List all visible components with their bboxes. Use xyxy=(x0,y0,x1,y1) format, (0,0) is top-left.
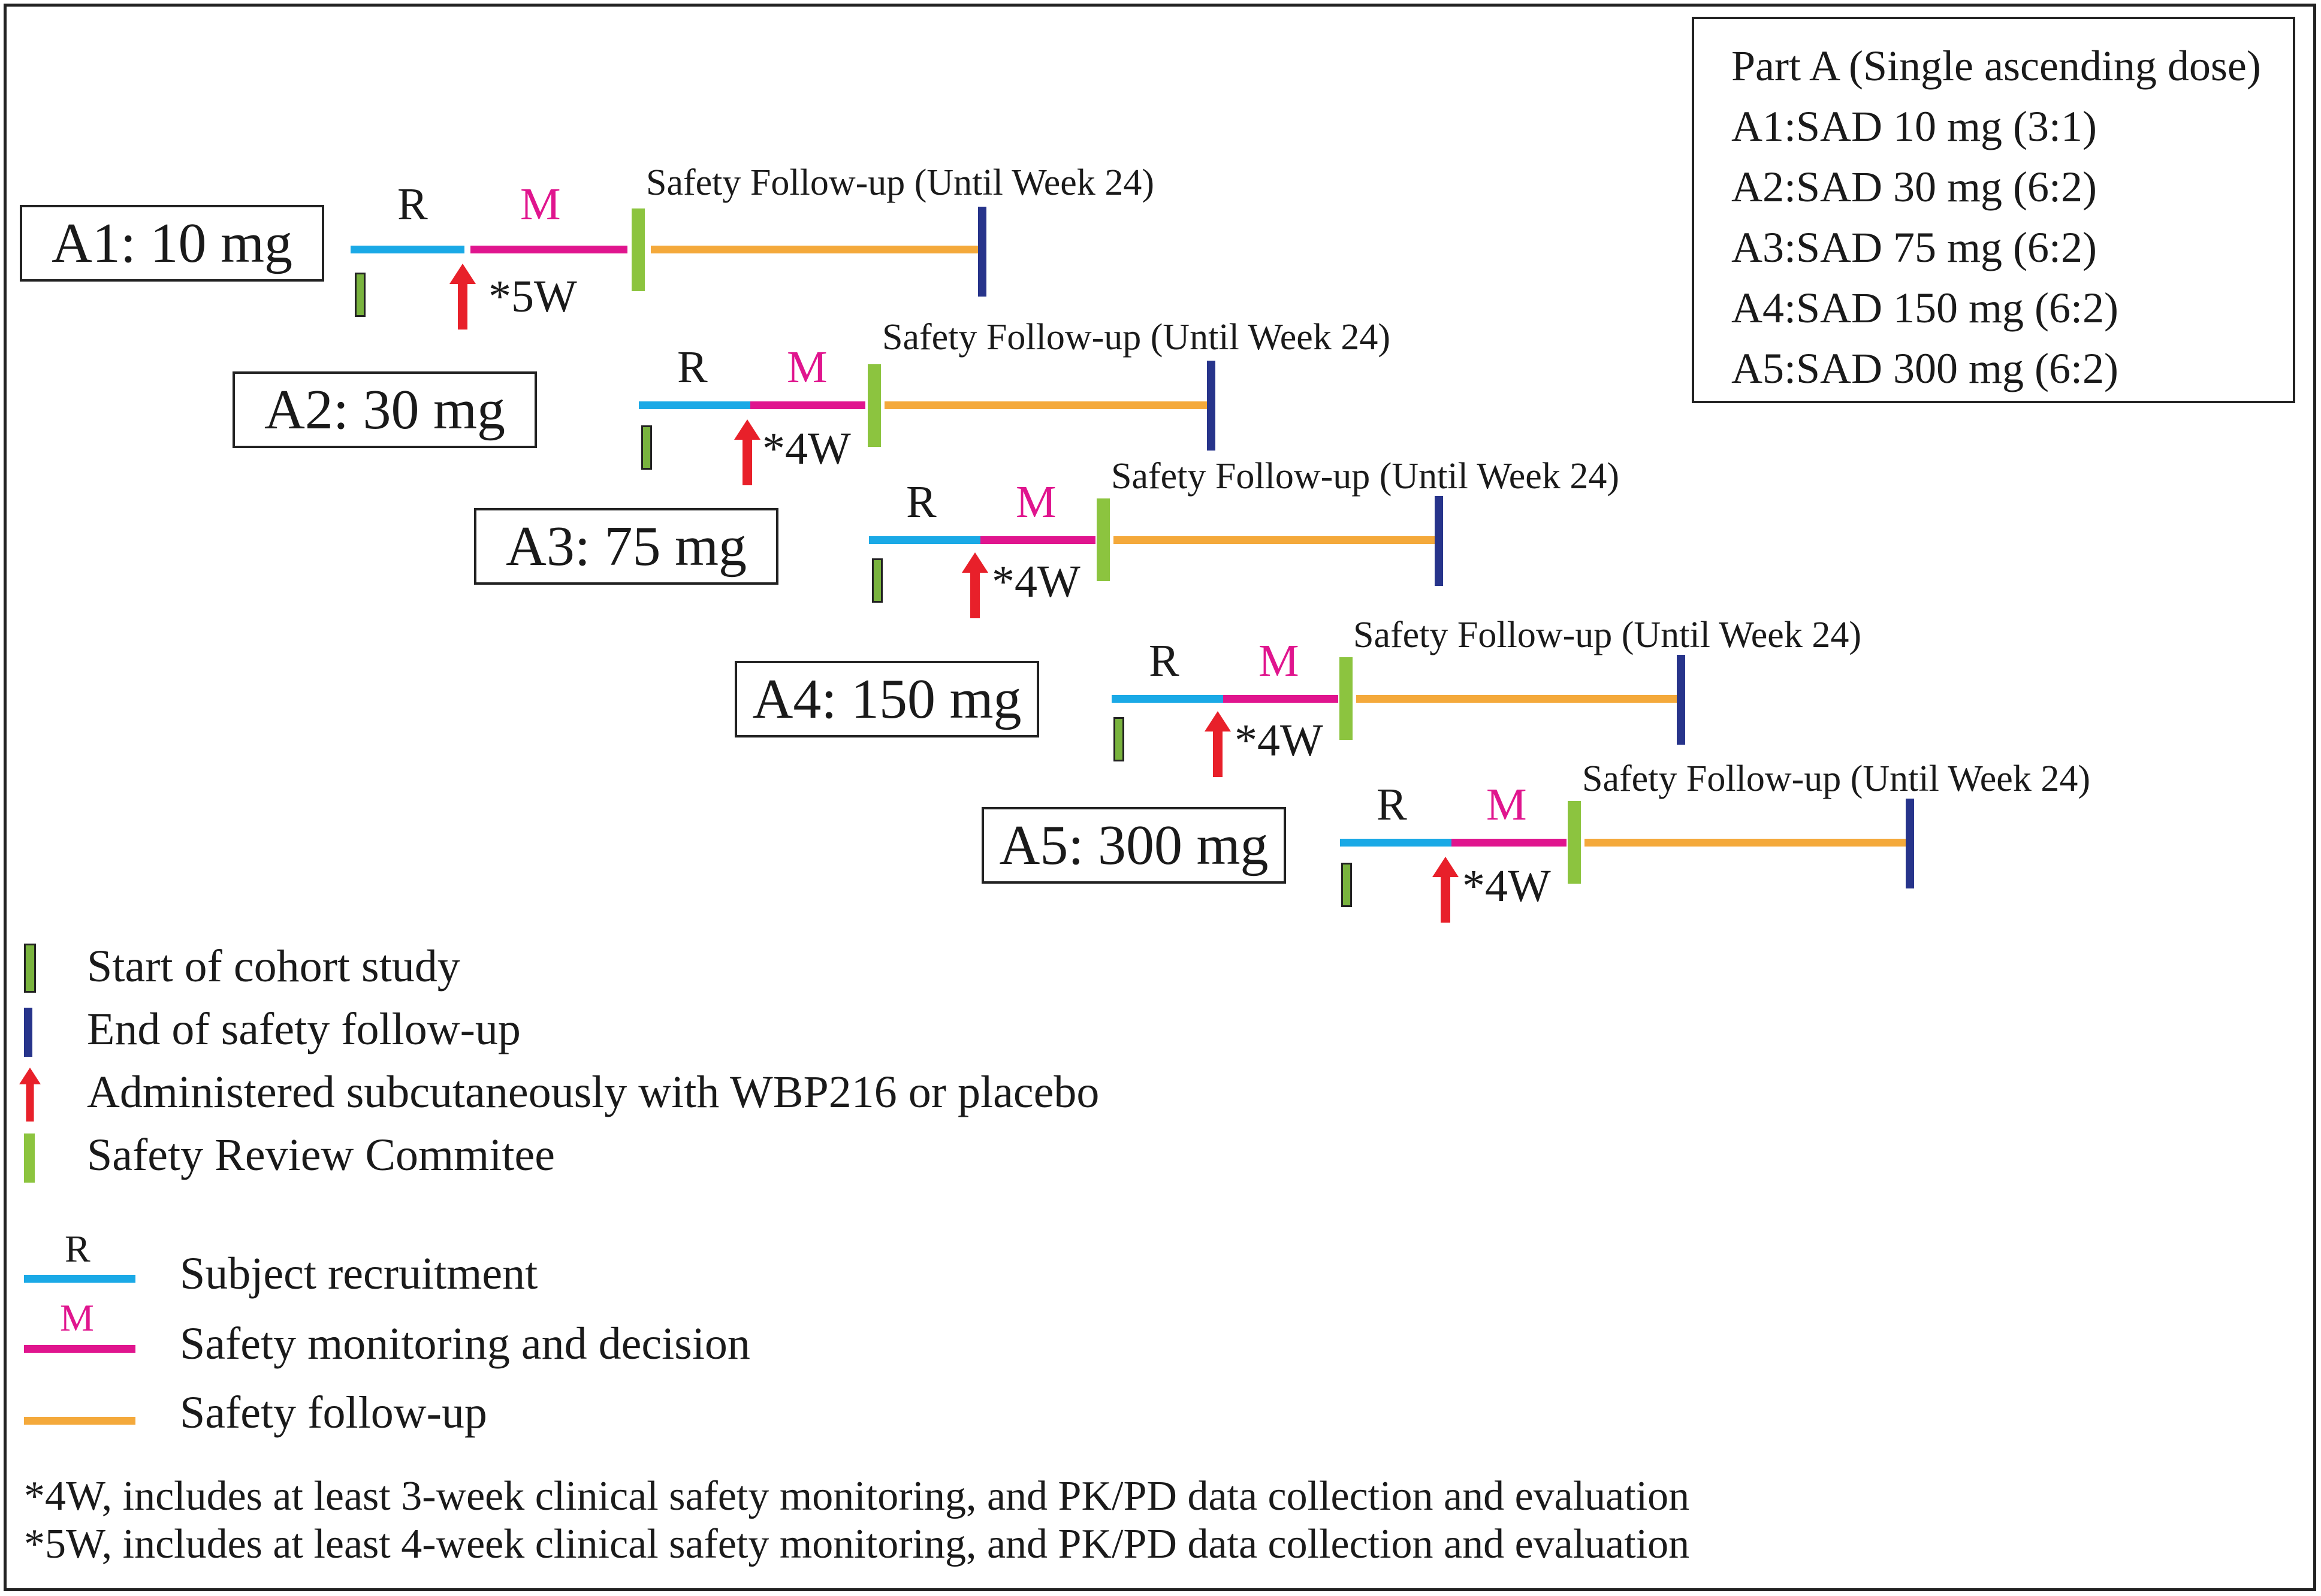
legend-monitoring-text: Safety monitoring and decision xyxy=(180,1319,750,1369)
cohort-a2-r-label: R xyxy=(677,342,708,392)
legend-monitoring-line xyxy=(24,1345,135,1353)
cohort-a5-interval: *4W xyxy=(1462,861,1551,911)
legend-followup-text: Safety follow-up xyxy=(180,1388,487,1438)
cohort-a3-followup-label: Safety Follow-up (Until Week 24) xyxy=(1111,456,1619,497)
cohort-a1-followup-bar xyxy=(651,246,982,253)
cohort-a1-end-marker xyxy=(978,207,986,297)
cohort-a3-safety-review-marker xyxy=(1097,498,1110,581)
dose-row-a2: A2:SAD 30 mg (6:2) xyxy=(1731,163,2097,211)
legend-start-text: Start of cohort study xyxy=(87,941,460,992)
cohort-a2-start-marker xyxy=(641,425,652,470)
cohort-a2-label: A2: 30 mg xyxy=(233,371,537,448)
legend-recruitment-text: Subject recruitment xyxy=(180,1249,538,1299)
cohort-a4-m-label: M xyxy=(1258,636,1299,686)
cohort-a5-recruitment-bar xyxy=(1340,839,1451,847)
cohort-a2-m-label: M xyxy=(787,342,828,392)
cohort-a2-recruitment-bar xyxy=(639,401,750,409)
legend-recruitment-line xyxy=(24,1275,135,1283)
cohort-a1-m-label: M xyxy=(520,179,561,229)
cohort-a2-followup-label: Safety Follow-up (Until Week 24) xyxy=(882,317,1390,358)
cohort-a4-dose-arrow-icon xyxy=(1205,711,1231,777)
cohort-a4-recruitment-bar xyxy=(1112,695,1223,703)
cohort-a3-label: A3: 75 mg xyxy=(474,508,778,585)
cohort-a2-monitoring-bar xyxy=(750,401,865,409)
cohort-a4-interval: *4W xyxy=(1235,715,1323,766)
cohort-a4-safety-review-marker xyxy=(1339,657,1353,740)
cohort-a5-safety-review-marker xyxy=(1568,801,1581,884)
cohort-a5-dose-arrow-icon xyxy=(1432,857,1459,923)
cohort-a4-label: A4: 150 mg xyxy=(735,661,1039,737)
cohort-a3-interval: *4W xyxy=(992,557,1080,607)
cohort-a1-dose-arrow-icon xyxy=(449,264,476,330)
legend-dose-arrow-icon xyxy=(19,1068,41,1122)
cohort-a5-followup-label: Safety Follow-up (Until Week 24) xyxy=(1582,758,2090,799)
dose-row-a3: A3:SAD 75 mg (6:2) xyxy=(1731,223,2097,271)
cohort-a1-start-marker xyxy=(355,273,366,317)
cohort-a4-monitoring-bar xyxy=(1223,695,1338,703)
legend-followup-line xyxy=(24,1417,135,1425)
cohort-a1-label: A1: 10 mg xyxy=(20,205,324,282)
cohort-a3-monitoring-bar xyxy=(980,536,1095,544)
cohort-a3-dose-arrow-icon xyxy=(962,552,988,618)
cohort-a4-followup-bar xyxy=(1356,695,1683,703)
cohort-a5-followup-bar xyxy=(1584,839,1912,847)
cohort-a5-m-label: M xyxy=(1486,779,1527,830)
legend-safety-review-text: Safety Review Commitee xyxy=(87,1130,555,1180)
dose-table: Part A (Single ascending dose) A1:SAD 10… xyxy=(1692,17,2295,403)
legend-start-marker xyxy=(24,944,36,993)
cohort-a4-end-marker xyxy=(1677,655,1685,745)
cohort-a5-end-marker xyxy=(1906,799,1914,888)
cohort-a4-followup-label: Safety Follow-up (Until Week 24) xyxy=(1353,615,1861,655)
dose-table-title: Part A (Single ascending dose) xyxy=(1731,42,2261,90)
cohort-a1-followup-label: Safety Follow-up (Until Week 24) xyxy=(646,162,1154,203)
dose-row-a5: A5:SAD 300 mg (6:2) xyxy=(1731,344,2118,392)
cohort-a2-safety-review-marker xyxy=(868,364,881,447)
cohort-a5-monitoring-bar xyxy=(1451,839,1567,847)
cohort-a3-m-label: M xyxy=(1016,477,1057,527)
diagram-frame xyxy=(4,4,2316,1591)
cohort-a4-start-marker xyxy=(1113,717,1124,761)
cohort-a3-end-marker xyxy=(1435,496,1443,586)
cohort-a1-interval: *5W xyxy=(488,271,577,322)
cohort-a2-end-marker xyxy=(1207,361,1215,451)
cohort-a3-followup-bar xyxy=(1113,536,1441,544)
footnote-5w: *5W, includes at least 4-week clinical s… xyxy=(24,1521,1690,1567)
cohort-a3-start-marker xyxy=(872,558,883,603)
legend-end-marker xyxy=(24,1008,32,1057)
footnote-4w: *4W, includes at least 3-week clinical s… xyxy=(24,1473,1690,1519)
legend-r-letter: R xyxy=(65,1228,90,1270)
cohort-a3-r-label: R xyxy=(906,477,937,527)
legend-safety-review-marker xyxy=(24,1133,35,1183)
cohort-a2-followup-bar xyxy=(885,401,1212,409)
legend-m-letter: M xyxy=(60,1296,94,1339)
cohort-a1-recruitment-bar xyxy=(351,246,464,253)
cohort-a5-label: A5: 300 mg xyxy=(982,807,1286,884)
cohort-a1-safety-review-marker xyxy=(632,208,645,291)
cohort-a3-recruitment-bar xyxy=(869,536,980,544)
dose-row-a1: A1:SAD 10 mg (3:1) xyxy=(1731,102,2097,150)
legend-end-text: End of safety follow-up xyxy=(87,1004,521,1054)
cohort-a4-r-label: R xyxy=(1149,636,1179,686)
dose-row-a4: A4:SAD 150 mg (6:2) xyxy=(1731,284,2118,332)
cohort-a2-interval: *4W xyxy=(762,424,851,474)
legend-dose-text: Administered subcutaneously with WBP216 … xyxy=(87,1067,1100,1117)
cohort-a5-r-label: R xyxy=(1377,779,1407,830)
cohort-a1-r-label: R xyxy=(397,179,428,229)
cohort-a5-start-marker xyxy=(1341,863,1352,907)
cohort-a2-dose-arrow-icon xyxy=(734,419,760,485)
cohort-a1-monitoring-bar xyxy=(470,246,627,253)
